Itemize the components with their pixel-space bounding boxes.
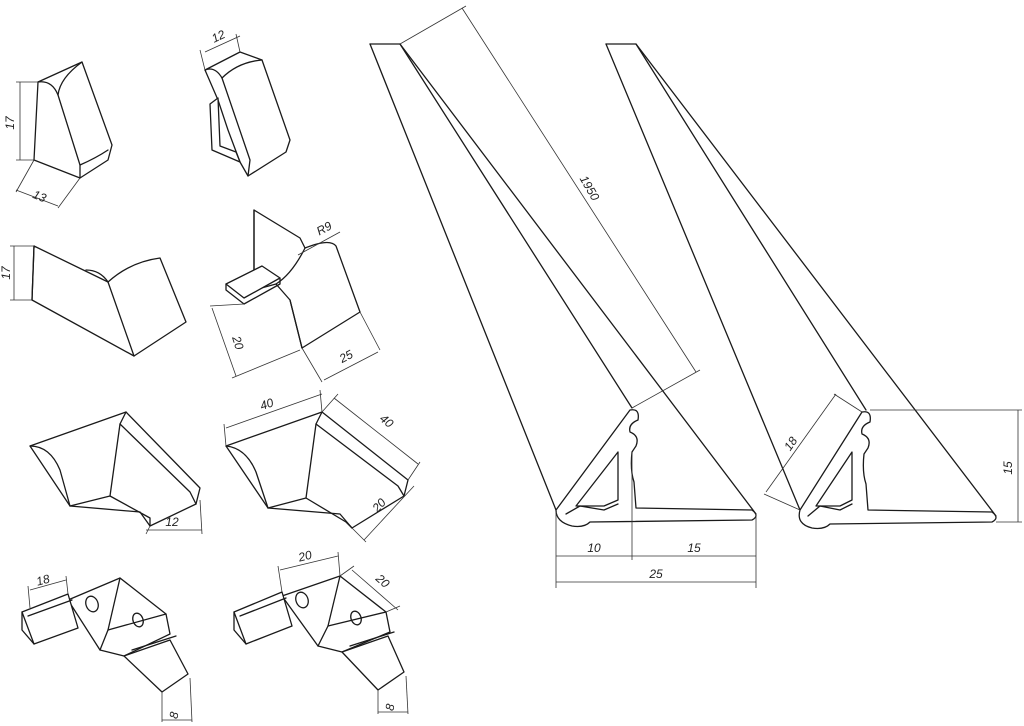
corner-connector-right-part: 20 20 8 — [233, 548, 409, 715]
profile-piece-part: 17 — [0, 245, 187, 357]
clip-insert-part: 12 — [199, 27, 291, 177]
connector-joint-part: R9 20 25 — [209, 209, 381, 383]
dim-connector-right-depth: 8 — [383, 702, 398, 711]
dim-endcap-height: 17 — [3, 115, 17, 130]
long-profile-left: 1950 10 15 25 — [369, 5, 757, 588]
dim-endcap-depth: 13 — [31, 187, 49, 205]
dim-profile-height: 17 — [0, 265, 13, 280]
end-cap-part: 17 13 — [3, 61, 113, 209]
dim-length: 1950 — [577, 173, 603, 203]
dim-corner-outer-a: 40 — [258, 395, 275, 413]
dim-profile-right-height: 15 — [1001, 461, 1015, 475]
dim-joint-depth: 25 — [336, 347, 356, 366]
dim-joint-width: 20 — [229, 333, 247, 351]
dim-profile-left-b: 15 — [687, 541, 701, 555]
long-profile-right: 18 15 — [605, 43, 1022, 530]
dim-profile-left-total: 25 — [648, 567, 663, 581]
dim-profile-left-a: 10 — [587, 541, 601, 555]
dim-insert-width: 12 — [209, 27, 227, 45]
corner-connector-left-part: 18 8 — [21, 572, 193, 723]
dim-joint-radius: R9 — [314, 219, 334, 239]
inner-corner-part: 12 — [29, 411, 203, 535]
dim-corner-inner: 12 — [165, 515, 179, 529]
dim-connector-left-depth: 8 — [167, 710, 182, 719]
dim-connector-left-width: 18 — [35, 572, 52, 589]
outer-corner-part: 40 40 20 — [223, 389, 421, 543]
dim-corner-outer-b: 40 — [377, 411, 396, 431]
dim-connector-right-b: 20 — [372, 571, 392, 591]
dim-connector-right-a: 20 — [296, 548, 314, 565]
dim-profile-right-diag: 18 — [781, 434, 800, 453]
